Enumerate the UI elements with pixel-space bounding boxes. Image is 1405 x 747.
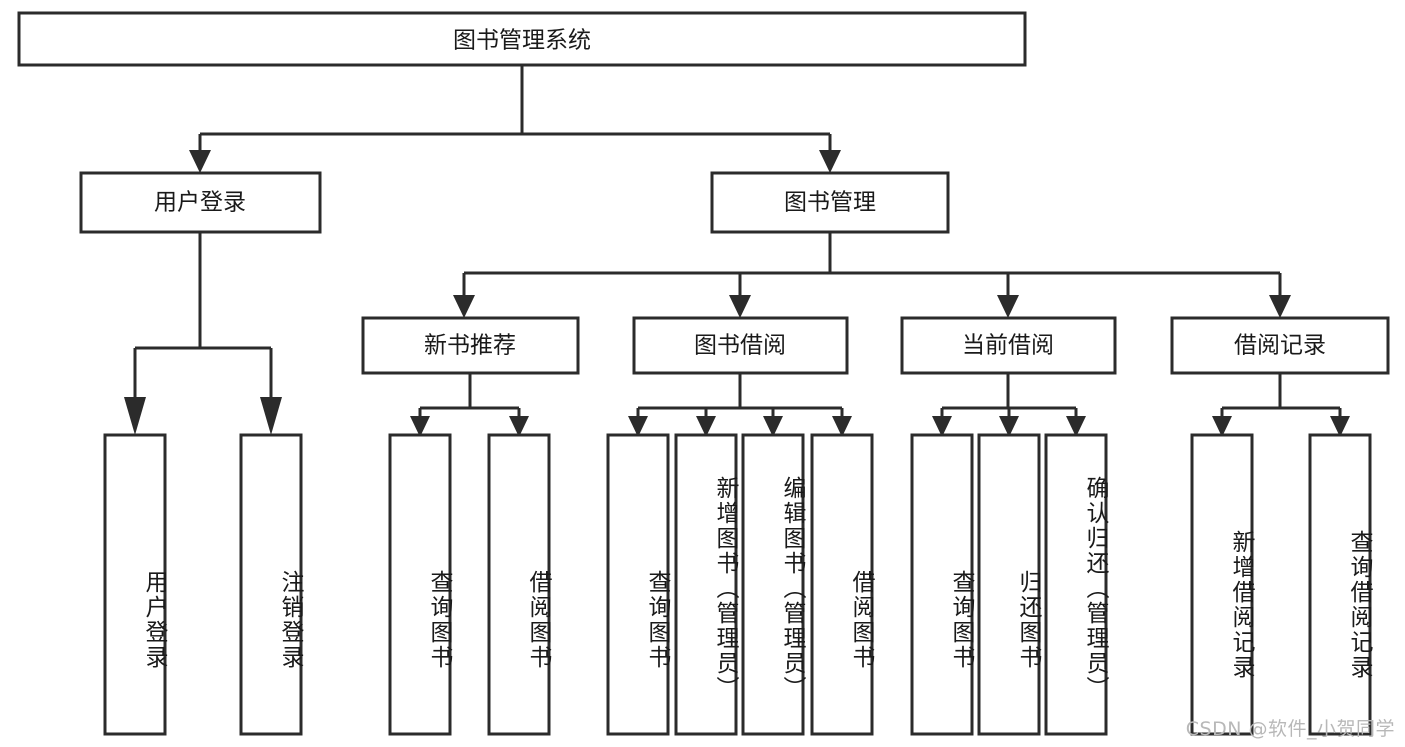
node-label-user-login: 用户登录 [154, 190, 246, 216]
watermark-text: CSDN @软件_小贺同学 [1185, 718, 1395, 740]
node-label-layer: 图书管理系统 用户登录 图书管理 新书推荐 图书借阅 当前借阅 借阅记录 [154, 28, 1326, 359]
arrowhead-to-borrow [729, 295, 751, 318]
arrowhead-layer [124, 150, 1350, 437]
arrowhead-to-leaf4 [628, 416, 648, 437]
arrowhead-to-leaf5 [696, 416, 716, 437]
arrowhead-to-user-login [189, 150, 211, 173]
node-box-book-management[interactable] [710, 171, 950, 234]
arrowhead-to-current [997, 295, 1019, 318]
node-box-current-borrow[interactable] [900, 316, 1117, 375]
arrowhead-to-leaf2 [410, 416, 430, 437]
node-box-leaf-query-book-1[interactable] [388, 433, 452, 736]
node-label-borrow-records: 借阅记录 [1234, 333, 1326, 359]
node-box-leaf-borrow-book-1[interactable] [487, 433, 551, 736]
node-layer [17, 11, 1390, 736]
node-box-new-book-recommend[interactable] [361, 316, 580, 375]
node-label-current-borrow: 当前借阅 [962, 333, 1054, 359]
node-label-book-borrow: 图书借阅 [694, 333, 786, 359]
arrowhead-to-leaf8 [932, 416, 952, 437]
arrowhead-to-leaf6 [763, 416, 783, 437]
arrowhead-to-leaf7 [832, 416, 852, 437]
node-box-leaf-confirm-return-admin[interactable] [1044, 433, 1108, 736]
node-box-leaf-add-borrow-record[interactable] [1190, 433, 1254, 736]
node-box-book-borrow[interactable] [632, 316, 849, 375]
arrowhead-to-book-mgmt [819, 150, 841, 173]
arrowhead-to-records [1269, 295, 1291, 318]
arrowhead-to-leaf12 [1330, 416, 1350, 437]
node-box-leaf-query-borrow-record[interactable] [1308, 433, 1372, 736]
node-box-leaf-logout[interactable] [239, 433, 303, 736]
arrowhead-to-leaf9 [999, 416, 1019, 437]
arrowhead-to-leaf11 [1212, 416, 1232, 437]
node-label-new-book-recommend: 新书推荐 [424, 333, 516, 359]
node-label-root: 图书管理系统 [453, 28, 591, 54]
arrowhead-to-leaf3 [509, 416, 529, 437]
node-label-book-management: 图书管理 [784, 190, 876, 216]
node-box-leaf-query-book-3[interactable] [910, 433, 974, 736]
arrowhead-to-leaf0 [124, 397, 146, 435]
node-box-leaf-user-login[interactable] [103, 433, 167, 736]
arrowhead-to-leaf10 [1066, 416, 1086, 437]
arrowhead-to-newbook [453, 295, 475, 318]
node-box-root[interactable] [17, 11, 1027, 67]
node-box-leaf-borrow-book-2[interactable] [810, 433, 874, 736]
node-box-leaf-add-book-admin[interactable] [674, 433, 738, 736]
node-box-leaf-return-book[interactable] [977, 433, 1041, 736]
arrowhead-to-leaf1 [260, 397, 282, 435]
node-box-leaf-query-book-2[interactable] [606, 433, 670, 736]
node-box-leaf-edit-book-admin[interactable] [741, 433, 805, 736]
node-box-user-login[interactable] [79, 171, 322, 234]
node-box-borrow-records[interactable] [1170, 316, 1390, 375]
